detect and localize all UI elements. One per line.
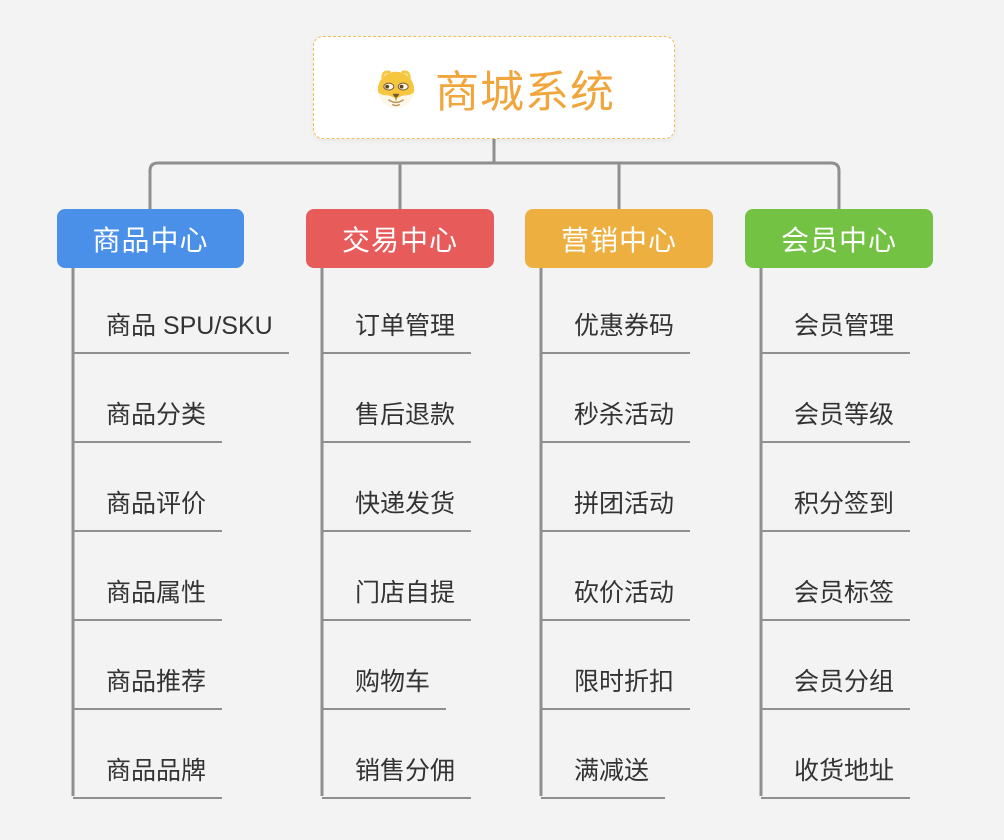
leaf-node[interactable]: 销售分佣 xyxy=(322,755,472,799)
branch-span-line xyxy=(148,161,841,209)
leaf-column-trade: 订单管理 售后退款 快递发货 门店自提 购物车 销售分佣 xyxy=(322,310,472,799)
leaf-node[interactable]: 商品 SPU/SKU xyxy=(73,310,289,354)
leaf-node[interactable]: 商品评价 xyxy=(73,488,223,532)
leaf-node[interactable]: 限时折扣 xyxy=(541,666,691,710)
leaf-node[interactable]: 快递发货 xyxy=(322,488,472,532)
leaf-node[interactable]: 砍价活动 xyxy=(541,577,691,621)
leaf-node[interactable]: 秒杀活动 xyxy=(541,399,691,443)
leaf-node[interactable]: 会员管理 xyxy=(761,310,911,354)
doge-icon xyxy=(377,69,415,108)
branch-node-product-center[interactable]: 商品中心 xyxy=(57,209,244,268)
leaf-node[interactable]: 收货地址 xyxy=(761,755,911,799)
root-title: 商城系统 xyxy=(435,67,615,117)
leaf-node[interactable]: 商品属性 xyxy=(73,577,223,621)
leaf-node[interactable]: 会员标签 xyxy=(761,577,911,621)
leaf-column-product: 商品 SPU/SKU 商品分类 商品评价 商品属性 商品推荐 商品品牌 xyxy=(73,310,289,799)
leaf-column-marketing: 优惠券码 秒杀活动 拼团活动 砍价活动 限时折扣 满减送 xyxy=(541,310,691,799)
leaf-node[interactable]: 积分签到 xyxy=(761,488,911,532)
branch-node-member-center[interactable]: 会员中心 xyxy=(745,209,933,268)
leaf-node[interactable]: 会员分组 xyxy=(761,666,911,710)
leaf-node[interactable]: 优惠券码 xyxy=(541,310,691,354)
leaf-node[interactable]: 商品分类 xyxy=(73,399,223,443)
leaf-column-member: 会员管理 会员等级 积分签到 会员标签 会员分组 收货地址 xyxy=(761,310,911,799)
leaf-node[interactable]: 会员等级 xyxy=(761,399,911,443)
leaf-node[interactable]: 满减送 xyxy=(541,755,666,799)
root-node[interactable]: 商城系统 xyxy=(313,36,675,139)
leaf-node[interactable]: 商品推荐 xyxy=(73,666,223,710)
leaf-node[interactable]: 订单管理 xyxy=(322,310,472,354)
leaf-node[interactable]: 拼团活动 xyxy=(541,488,691,532)
branch-node-trade-center[interactable]: 交易中心 xyxy=(306,209,494,268)
branch-node-marketing-center[interactable]: 营销中心 xyxy=(525,209,713,268)
leaf-node[interactable]: 门店自提 xyxy=(322,577,472,621)
leaf-node[interactable]: 商品品牌 xyxy=(73,755,223,799)
leaf-node[interactable]: 售后退款 xyxy=(322,399,472,443)
leaf-node[interactable]: 购物车 xyxy=(322,666,447,710)
